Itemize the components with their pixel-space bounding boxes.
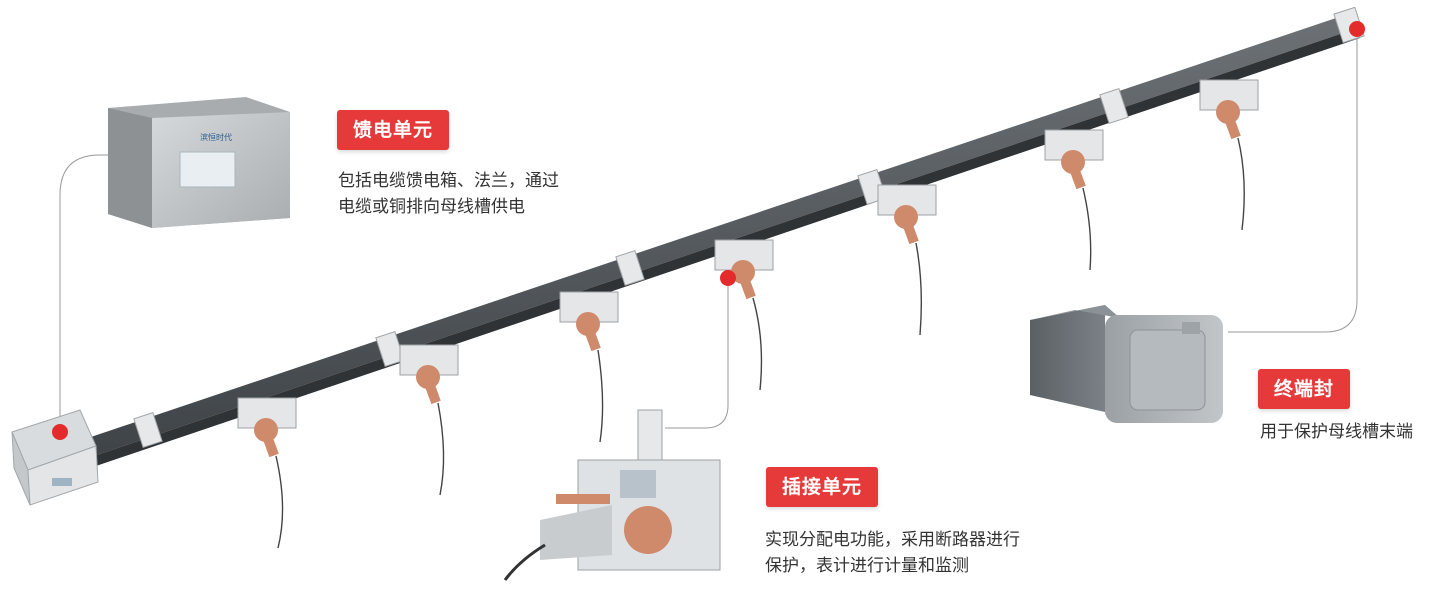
plug-unit-description: 实现分配电功能，采用断路器进行 保护，表计进行计量和监测 (765, 527, 1020, 579)
leader-lines (59, 30, 1358, 430)
plug-leader-line (665, 278, 729, 429)
end-seal-marker-dot (1349, 21, 1365, 37)
end-seal-description: 用于保护母线槽末端 (1260, 419, 1413, 445)
tap-off-boxes (237, 79, 1259, 549)
feeder-box-icon: 滨恒时代 (108, 97, 290, 228)
plug-marker-dot (720, 270, 736, 286)
end-seal-desc-line-1: 用于保护母线槽末端 (1260, 422, 1413, 442)
tap-off-box (399, 344, 459, 496)
feeder-flange-box (11, 409, 99, 506)
feeder-unit-description: 包括电缆馈电箱、法兰，通过 电缆或铜排向母线槽供电 (338, 168, 559, 220)
plug-desc-line-1: 实现分配电功能，采用断路器进行 (765, 530, 1020, 550)
end-seal-leader-line (1228, 30, 1358, 333)
tap-off-box (237, 397, 297, 549)
tap-off-box (1199, 79, 1259, 231)
tap-off-box (714, 239, 774, 391)
feeder-unit-title: 馈电单元 (337, 110, 450, 150)
plug-desc-line-2: 保护，表计进行计量和监测 (765, 556, 969, 576)
tap-off-box (1044, 129, 1104, 271)
end-seal-motor-icon (1030, 305, 1223, 423)
feeder-marker-dot (52, 424, 68, 440)
tap-off-box (559, 291, 619, 443)
feeder-leader-line (59, 154, 120, 430)
tap-off-box (877, 184, 937, 336)
feeder-desc-line-1: 包括电缆馈电箱、法兰，通过 (338, 171, 559, 191)
feeder-desc-line-2: 电缆或铜排向母线槽供电 (338, 197, 525, 217)
feeder-box-logo: 滨恒时代 (200, 132, 232, 142)
marker-dots (52, 21, 1365, 440)
plug-unit-title: 插接单元 (766, 467, 879, 507)
end-seal-title: 终端封 (1258, 369, 1351, 409)
plug-in-box-icon (503, 409, 721, 581)
